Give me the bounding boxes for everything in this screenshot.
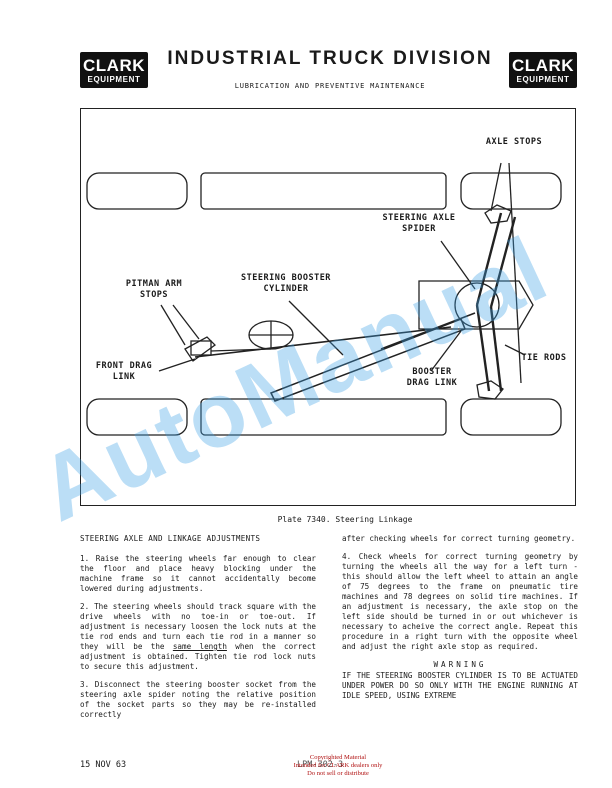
tie-rod-upper bbox=[475, 212, 503, 306]
frame-rail-bottom bbox=[200, 398, 447, 436]
clark-logo-left: CLARK EQUIPMENT bbox=[80, 52, 148, 88]
steering-linkage-figure: AXLE STOPS STEERING AXLE SPIDER STEERING… bbox=[80, 108, 576, 506]
tie-rod-lower-2 bbox=[489, 306, 503, 392]
warning-heading: WARNING bbox=[433, 660, 487, 669]
label-front-drag-link: FRONT DRAG LINK bbox=[95, 361, 153, 382]
booster-cylinder bbox=[269, 318, 466, 402]
paragraph-1: 1. Raise the steering wheels far enough … bbox=[80, 554, 316, 593]
left-column: STEERING AXLE AND LINKAGE ADJUSTMENTS 1.… bbox=[80, 534, 316, 728]
paragraph-3: 3. Disconnect the steering booster socke… bbox=[80, 680, 316, 719]
leader-pitman bbox=[160, 304, 186, 346]
right-column: after checking wheels for correct turnin… bbox=[342, 534, 578, 709]
label-steering-axle-spider: STEERING AXLE SPIDER bbox=[382, 213, 456, 234]
label-tie-rods: TIE RODS bbox=[521, 353, 567, 363]
axle-stop-bracket bbox=[484, 204, 512, 224]
copyright-notice: Copyrighted Material Intended for CLARK … bbox=[248, 754, 428, 778]
booster-drag-link bbox=[380, 312, 476, 350]
paragraph-4: 4. Check wheels for correct turning geom… bbox=[342, 552, 578, 651]
steering-column bbox=[210, 348, 272, 352]
figure-caption: Plate 7340. Steering Linkage bbox=[277, 515, 413, 524]
copyright-text: Copyrighted Material Intended for CLARK … bbox=[293, 754, 383, 777]
leader-booster bbox=[288, 300, 344, 356]
logo-line1: CLARK bbox=[512, 55, 574, 75]
paragraph-2-underlined: same length bbox=[172, 642, 227, 651]
footer-doc-code: LPM-302-3 bbox=[297, 760, 344, 770]
frame-rail-top bbox=[200, 172, 447, 210]
label-axle-stops: AXLE STOPS bbox=[485, 137, 543, 147]
section-heading: STEERING AXLE AND LINKAGE ADJUSTMENTS bbox=[80, 534, 261, 543]
paragraph-2-text-b: when the correct adjustment is obtained.… bbox=[80, 642, 317, 671]
paragraph-3-continued: after checking wheels for correct turnin… bbox=[342, 534, 576, 543]
paragraph-2-text-a: 2. The steering wheels should track squa… bbox=[80, 602, 316, 651]
label-booster-drag-link: BOOSTER DRAG LINK bbox=[406, 367, 458, 388]
leader-axle-stops bbox=[490, 162, 502, 212]
axle-housing bbox=[418, 280, 534, 330]
leader-booster-drag bbox=[430, 330, 462, 372]
paragraph-2: 2. The steering wheels should track squa… bbox=[80, 602, 316, 672]
leader-front-drag bbox=[158, 358, 196, 372]
tire-bottom-left bbox=[86, 398, 188, 436]
page-subtitle: LUBRICATION AND PREVENTIVE MAINTENANCE bbox=[234, 82, 426, 90]
logo-line2: EQUIPMENT bbox=[516, 74, 570, 84]
tie-rod-upper-2 bbox=[489, 216, 517, 308]
footer-date: 15 NOV 63 bbox=[80, 760, 127, 770]
axle-spider-hub bbox=[454, 282, 500, 328]
tire-top-left bbox=[86, 172, 188, 210]
warning-text: IF THE STEERING BOOSTER CYLINDER IS TO B… bbox=[342, 671, 578, 700]
leader-spider bbox=[440, 240, 476, 290]
tire-bottom-right bbox=[460, 398, 562, 436]
steering-gear-box bbox=[190, 340, 212, 356]
linkage-drawing bbox=[86, 162, 562, 436]
clark-logo-right: CLARK EQUIPMENT bbox=[509, 52, 577, 88]
logo-line2: EQUIPMENT bbox=[87, 74, 141, 84]
logo-line1: CLARK bbox=[83, 55, 145, 75]
tie-rod-lower bbox=[475, 304, 491, 392]
front-drag-link bbox=[194, 326, 452, 358]
label-steering-booster-cylinder: STEERING BOOSTER CYLINDER bbox=[241, 273, 331, 294]
page-title: INDUSTRIAL TRUCK DIVISION bbox=[167, 48, 493, 69]
label-pitman-arm-stops: PITMAN ARM STOPS bbox=[125, 279, 183, 300]
leader-tie-rods bbox=[504, 344, 526, 356]
